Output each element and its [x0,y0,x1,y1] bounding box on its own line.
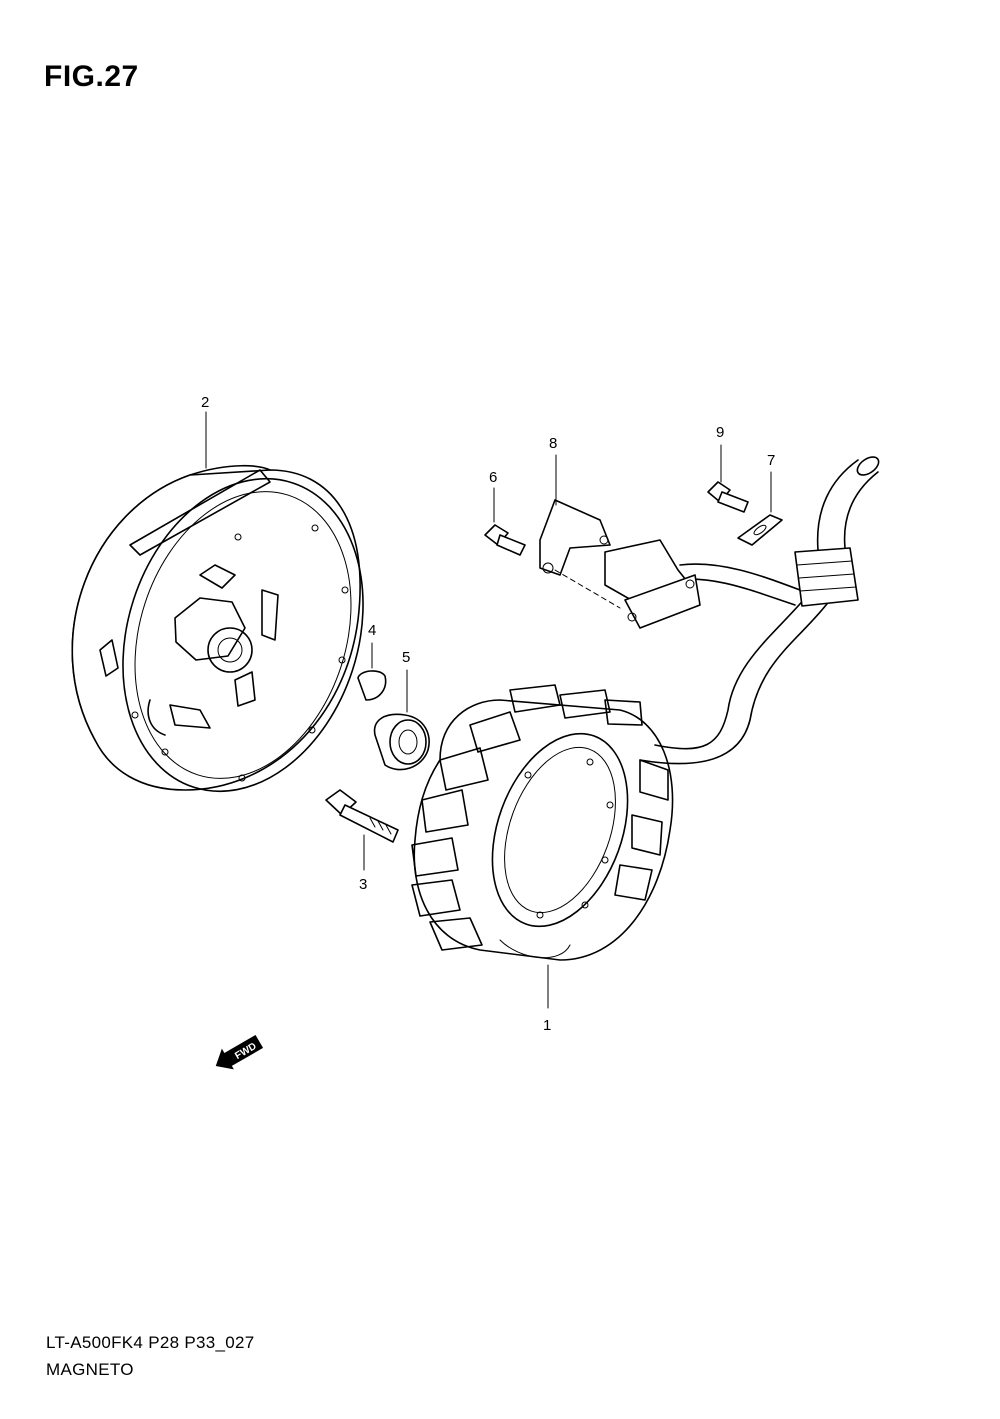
pickup-bracket [539,454,611,576]
figure-title: FIG.27 [44,60,139,93]
callout-5: 5 [402,649,410,666]
stator [411,684,674,1009]
model-code: LT-A500FK4 P28 P33_027 [46,1333,255,1352]
callout-1: 1 [543,1017,551,1034]
callout-6: 6 [489,469,497,486]
clamp-plate [737,471,783,546]
callout-4: 4 [368,622,376,639]
screw-6 [484,487,526,556]
screw-9 [707,444,749,513]
callout-3: 3 [359,876,367,893]
wire-harness [639,456,880,765]
section-name: MAGNETO [46,1360,134,1379]
callout-2: 2 [201,394,209,411]
bolt [325,789,399,871]
fwd-label: FWD [233,1041,258,1062]
callout-9: 9 [716,424,724,441]
spacer [373,669,430,771]
fwd-arrow-icon: FWD [215,1034,264,1070]
pulse-generator-sensor [554,539,701,629]
callout-7: 7 [767,452,775,469]
flywheel-rotor [71,411,364,793]
callout-8: 8 [549,435,557,452]
woodruff-key [357,642,387,701]
